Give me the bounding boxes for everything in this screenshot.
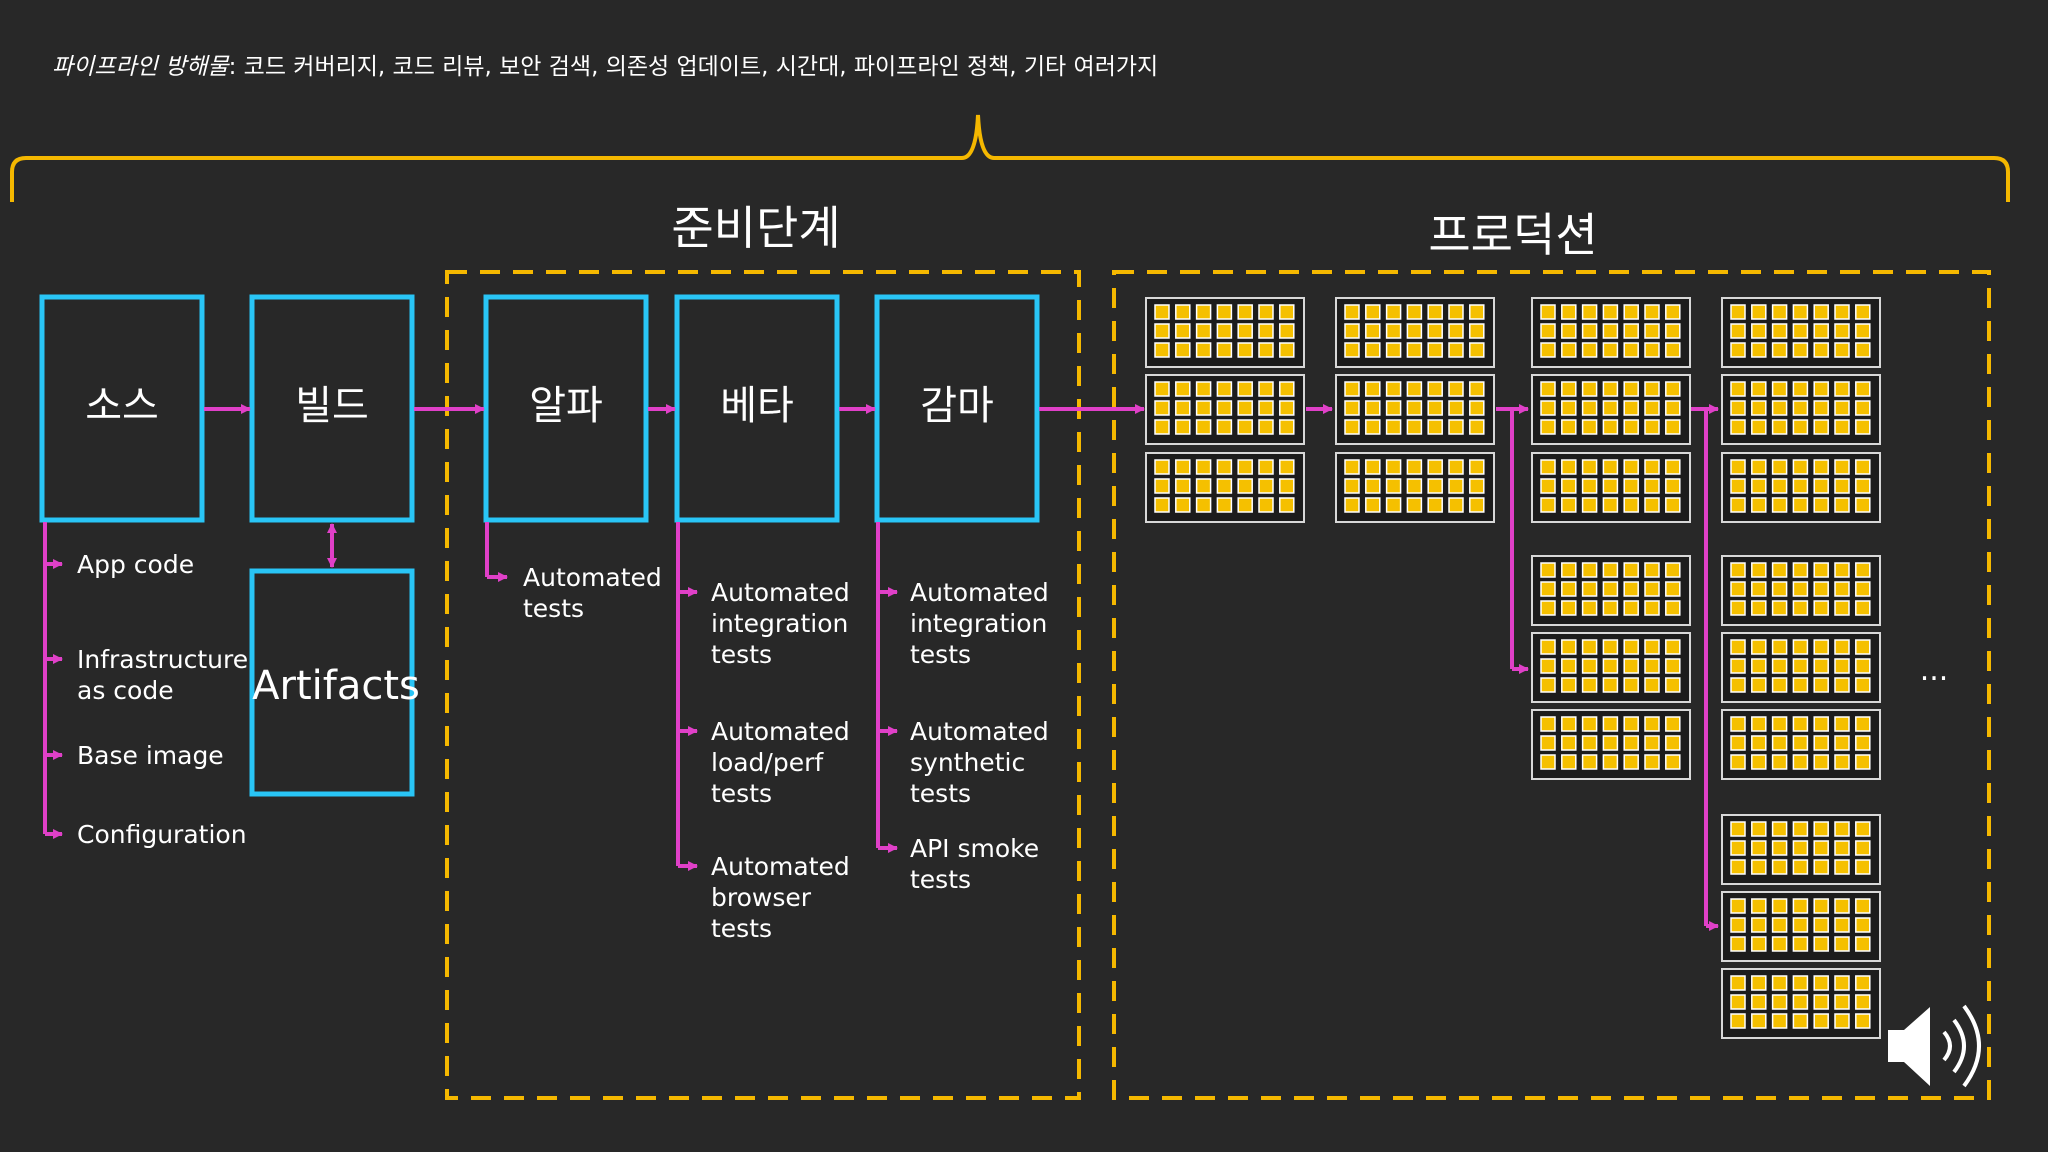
gamma-box-label: 감마 [920,383,994,429]
prep-stage-title: 준비단계 [671,201,840,255]
check-item-line: tests [910,640,971,669]
server-rack [1721,968,1881,1039]
check-item-line: Base image [77,741,224,770]
check-item-line: Automated [910,578,1049,607]
build-box[interactable]: 빌드 [249,294,415,523]
server-rack [1721,452,1881,523]
artifacts-box-label: Artifacts [252,663,420,709]
server-rack [1721,709,1881,780]
source-box-label: 소스 [85,383,159,429]
server-rack [1531,374,1691,445]
prod-stage-region [1112,270,1991,1100]
check-item-line: synthetic [910,748,1025,777]
server-rack [1145,297,1305,368]
header-rest: : 코드 커버리지, 코드 리뷰, 보안 검색, 의존성 업데이트, 시간대, … [229,54,1159,80]
curly-brace [10,114,2010,202]
server-rack [1721,891,1881,962]
check-item-line: tests [711,779,772,808]
check-item-line: Automated [711,717,850,746]
header-prefix: 파이프라인 방해물 [52,54,230,80]
server-rack [1721,374,1881,445]
check-item-line: tests [523,594,584,623]
check-item-line: Automated [523,563,662,592]
server-rack [1335,297,1495,368]
check-item-line: API smoke [910,834,1039,863]
server-rack [1721,555,1881,626]
server-rack [1335,374,1495,445]
build-box-label: 빌드 [295,383,369,429]
check-item-line: load/perf [711,748,824,777]
server-rack [1721,632,1881,703]
server-rack [1531,555,1691,626]
prod-stage-title: 프로덕션 [1428,208,1597,262]
check-item-line: browser [711,883,812,912]
flow-arrows [204,404,1333,568]
check-item-line: Automated [910,717,1049,746]
beta-box-label: 베타 [720,383,794,429]
check-item-line: as code [77,676,174,705]
check-item: Configuration [77,820,247,849]
check-item-line: Configuration [77,820,247,849]
server-rack [1531,452,1691,523]
beta-box[interactable]: 베타 [674,294,840,523]
more-ellipsis: ... [1920,653,1949,688]
server-rack [1721,814,1881,885]
check-item-line: tests [910,865,971,894]
server-rack [1721,297,1881,368]
header-note: 파이프라인 방해물: 코드 커버리지, 코드 리뷰, 보안 검색, 의존성 업데… [52,54,1158,80]
server-rack [1145,374,1305,445]
check-item: App code [77,550,194,579]
prod-branch-arrows [1496,404,1719,931]
check-item-line: Infrastructure [77,645,248,674]
artifacts-box[interactable]: Artifacts [249,568,420,797]
check-item-line: Automated [711,852,850,881]
check-item-line: tests [711,640,772,669]
check-item-line: Automated [711,578,850,607]
server-rack [1335,452,1495,523]
production-servers [1145,297,1881,1039]
server-rack [1531,709,1691,780]
alpha-box[interactable]: 알파 [483,294,649,523]
alpha-box-label: 알파 [529,383,603,429]
check-item-line: App code [77,550,194,579]
check-item: Base image [77,741,224,770]
check-item-line: integration [711,609,848,638]
check-item-line: tests [910,779,971,808]
server-rack [1145,452,1305,523]
server-rack [1531,632,1691,703]
check-item-line: integration [910,609,1047,638]
speaker-icon[interactable] [1888,1004,1981,1088]
check-item-line: tests [711,914,772,943]
gamma-box[interactable]: 감마 [874,294,1040,523]
prep-stage-region [445,270,1081,1100]
source-box[interactable]: 소스 [39,294,205,523]
server-rack [1531,297,1691,368]
